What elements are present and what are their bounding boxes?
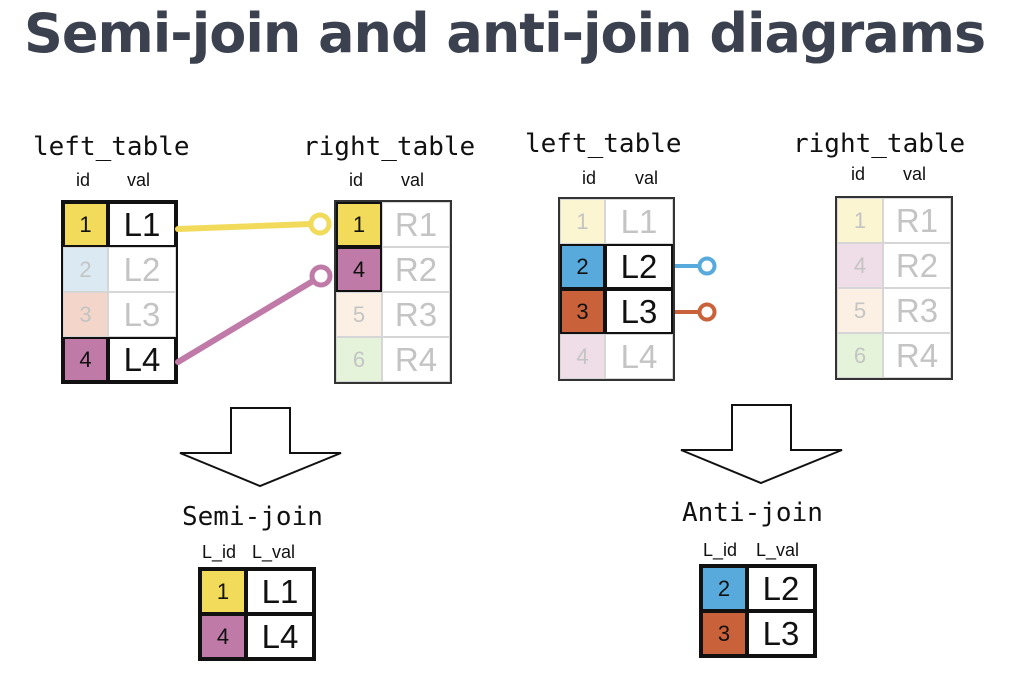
semi-right-val-cell: R4 bbox=[382, 337, 450, 382]
anti-left-val-cell: L1 bbox=[605, 199, 673, 244]
table-row: 2 L2 bbox=[63, 247, 176, 292]
table-row: 1 R1 bbox=[837, 198, 951, 243]
semi-right-table-name: right_table bbox=[303, 132, 476, 162]
table-row: 6 R4 bbox=[837, 333, 951, 378]
table-row: 1 R1 bbox=[336, 202, 450, 247]
anti-right-val-cell: R4 bbox=[883, 333, 951, 378]
anti-result-val-header: L_val bbox=[756, 540, 800, 560]
semi-result-name: Semi-join bbox=[182, 502, 323, 532]
anti-right-table: 1 R1 4 R2 5 R3 6 R4 bbox=[835, 196, 953, 380]
table-row: 5 R3 bbox=[837, 288, 951, 333]
anti-left-val-cell: L2 bbox=[605, 244, 673, 289]
semi-right-table: 1 R1 4 R2 5 R3 6 R4 bbox=[334, 200, 452, 384]
table-row: 1 L1 bbox=[200, 569, 314, 614]
semi-down-arrow-icon bbox=[179, 407, 342, 488]
semi-result-val-header: L_val bbox=[252, 542, 296, 562]
anti-left-id-cell: 4 bbox=[560, 334, 605, 379]
semi-result-id-cell: 4 bbox=[200, 614, 246, 659]
table-row: 2 L2 bbox=[701, 566, 815, 611]
semi-left-id-cell: 4 bbox=[63, 337, 108, 382]
match-line-4 bbox=[175, 278, 316, 365]
anti-right-id-cell: 4 bbox=[837, 243, 883, 288]
anti-left-id-cell: 3 bbox=[560, 289, 605, 334]
semi-right-id-cell: 6 bbox=[336, 337, 382, 382]
anti-result-val-cell: L2 bbox=[747, 566, 815, 611]
semi-right-val-header: val bbox=[401, 170, 425, 190]
semi-right-val-cell: R3 bbox=[382, 292, 450, 337]
anti-left-id-header: id bbox=[582, 168, 597, 188]
anti-left-val-header: val bbox=[635, 168, 659, 188]
table-row: 4 R2 bbox=[837, 243, 951, 288]
anti-left-table: 1 L1 2 L2 3 L3 4 L4 bbox=[558, 197, 675, 381]
semi-left-id-cell: 1 bbox=[63, 202, 108, 247]
semi-left-id-cell: 2 bbox=[63, 247, 108, 292]
semi-right-id-cell: 5 bbox=[336, 292, 382, 337]
anti-left-id-cell: 2 bbox=[560, 244, 605, 289]
anti-right-val-cell: R1 bbox=[883, 198, 951, 243]
nomatch-endpoint-3 bbox=[697, 302, 717, 322]
table-row: 3 L3 bbox=[701, 611, 815, 656]
anti-result-id-cell: 3 bbox=[701, 611, 747, 656]
anti-left-val-cell: L3 bbox=[605, 289, 673, 334]
semi-result-val-cell: L1 bbox=[246, 569, 314, 614]
page-title: Semi-join and anti-join diagrams bbox=[24, 2, 986, 65]
anti-right-id-cell: 5 bbox=[837, 288, 883, 333]
table-row: 4 L4 bbox=[200, 614, 314, 659]
anti-result-val-cell: L3 bbox=[747, 611, 815, 656]
semi-left-val-cell: L1 bbox=[108, 202, 176, 247]
semi-left-val-header: val bbox=[127, 170, 151, 190]
semi-left-id-cell: 3 bbox=[63, 292, 108, 337]
anti-left-id-cell: 1 bbox=[560, 199, 605, 244]
anti-right-val-header: val bbox=[903, 164, 927, 184]
anti-right-val-cell: R3 bbox=[883, 288, 951, 333]
semi-result-id-cell: 1 bbox=[200, 569, 246, 614]
table-row: 5 R3 bbox=[336, 292, 450, 337]
semi-right-val-cell: R1 bbox=[382, 202, 450, 247]
semi-left-val-cell: L3 bbox=[108, 292, 176, 337]
table-row: 4 L4 bbox=[560, 334, 673, 379]
match-endpoint-4 bbox=[309, 264, 333, 288]
match-line-1 bbox=[175, 221, 314, 232]
anti-right-val-cell: R2 bbox=[883, 243, 951, 288]
semi-right-val-cell: R2 bbox=[382, 247, 450, 292]
semi-left-table-name: left_table bbox=[33, 132, 190, 162]
anti-left-val-cell: L4 bbox=[605, 334, 673, 379]
table-row: 4 L4 bbox=[63, 337, 176, 382]
anti-right-id-cell: 1 bbox=[837, 198, 883, 243]
table-row: 6 R4 bbox=[336, 337, 450, 382]
anti-result-id-cell: 2 bbox=[701, 566, 747, 611]
match-endpoint-1 bbox=[308, 212, 332, 236]
semi-right-id-cell: 1 bbox=[336, 202, 382, 247]
semi-left-val-cell: L2 bbox=[108, 247, 176, 292]
anti-right-id-header: id bbox=[851, 164, 866, 184]
semi-result-table: 1 L1 4 L4 bbox=[198, 567, 316, 661]
table-row: 3 L3 bbox=[63, 292, 176, 337]
nomatch-endpoint-2 bbox=[697, 256, 717, 276]
semi-left-id-header: id bbox=[76, 170, 91, 190]
table-row: 1 L1 bbox=[560, 199, 673, 244]
anti-down-arrow-icon bbox=[680, 404, 843, 485]
anti-right-table-name: right_table bbox=[793, 129, 966, 159]
anti-result-name: Anti-join bbox=[682, 498, 823, 528]
semi-left-table: 1 L1 2 L2 3 L3 4 L4 bbox=[61, 200, 178, 384]
semi-right-id-header: id bbox=[349, 170, 364, 190]
semi-result-val-cell: L4 bbox=[246, 614, 314, 659]
anti-result-id-header: L_id bbox=[703, 540, 738, 560]
table-row: 1 L1 bbox=[63, 202, 176, 247]
semi-left-val-cell: L4 bbox=[108, 337, 176, 382]
anti-result-table: 2 L2 3 L3 bbox=[699, 564, 817, 658]
table-row: 2 L2 bbox=[560, 244, 673, 289]
table-row: 4 R2 bbox=[336, 247, 450, 292]
semi-result-id-header: L_id bbox=[202, 542, 237, 562]
anti-left-table-name: left_table bbox=[525, 129, 682, 159]
semi-right-id-cell: 4 bbox=[336, 247, 382, 292]
table-row: 3 L3 bbox=[560, 289, 673, 334]
anti-right-id-cell: 6 bbox=[837, 333, 883, 378]
